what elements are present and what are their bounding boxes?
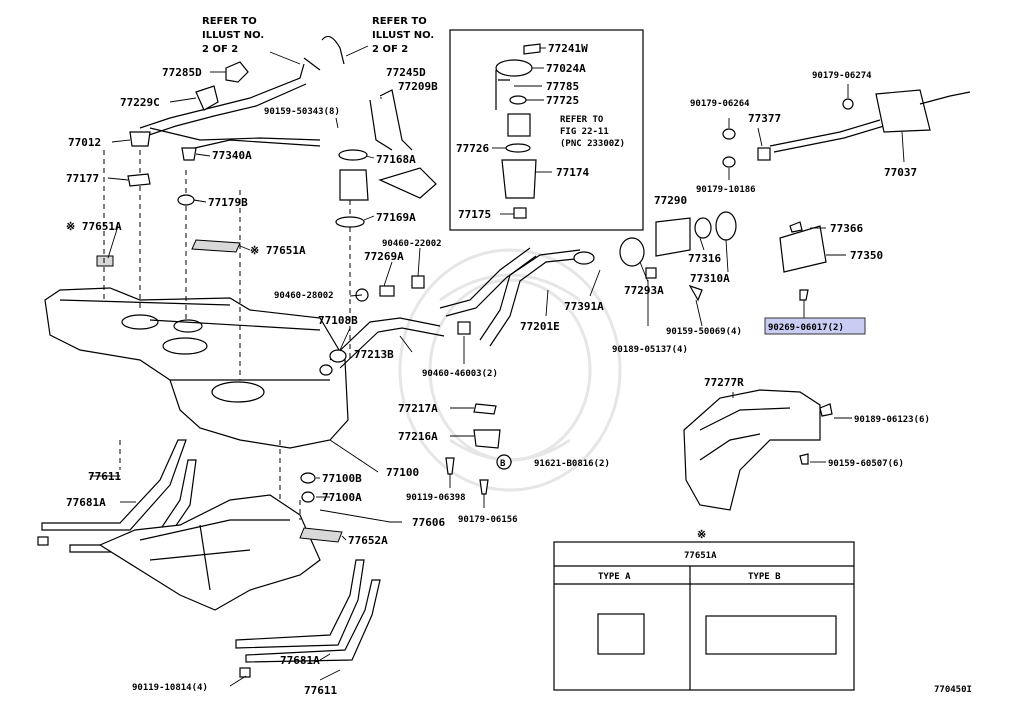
label-77100A: 77100A bbox=[322, 491, 362, 504]
label-90189-05137: 90189-05137(4) bbox=[612, 345, 688, 355]
fender-liner bbox=[683, 389, 833, 511]
label-77100: 77100 bbox=[386, 466, 419, 479]
label-90460-22002: 90460-22002 bbox=[382, 239, 442, 249]
label-77651A-mid: ※ 77651A bbox=[250, 244, 306, 257]
label-77100B: 77100B bbox=[322, 472, 362, 485]
refer-note-right-1: REFER TO bbox=[372, 16, 427, 27]
label-77108B: 77108B bbox=[318, 314, 358, 327]
label-77209B: 77209B bbox=[398, 80, 438, 93]
label-90159-60507: 90159-60507(6) bbox=[828, 459, 904, 469]
label-77213B: 77213B bbox=[354, 348, 394, 361]
tank-band-lower bbox=[235, 559, 381, 678]
pump-inset-frame bbox=[449, 29, 644, 231]
label-77175: 77175 bbox=[458, 208, 491, 221]
label-77611-bottom: 77611 bbox=[304, 684, 337, 697]
assembly-lines bbox=[103, 150, 351, 520]
highlight-box bbox=[764, 317, 866, 335]
tank-pad-77651A-small bbox=[96, 255, 114, 267]
label-77277R: 77277R bbox=[704, 376, 744, 389]
refer-note-left-1: REFER TO bbox=[202, 16, 257, 27]
label-77168A: 77168A bbox=[376, 153, 416, 166]
label-77169A: 77169A bbox=[376, 211, 416, 224]
label-90179-06264: 90179-06264 bbox=[690, 99, 750, 109]
type-b-pad-shape bbox=[705, 615, 837, 655]
notes: REFER TO ILLUST NO. 2 OF 2 REFER TO ILLU… bbox=[202, 16, 625, 149]
label-77024A: 77024A bbox=[546, 62, 586, 75]
circle-b-marker: B bbox=[496, 454, 512, 470]
label-77681A-top: 77681A bbox=[66, 496, 106, 509]
label-91621-B0816: 91621-B0816(2) bbox=[534, 459, 610, 469]
refer-note-right-2: ILLUST NO. bbox=[372, 30, 434, 41]
label-77391A: 77391A bbox=[564, 300, 604, 313]
label-77245D: 77245D bbox=[386, 66, 426, 79]
label-77316: 77316 bbox=[688, 252, 721, 265]
table-col-type-a: TYPE A bbox=[598, 572, 631, 582]
label-77229C: 77229C bbox=[120, 96, 160, 109]
tank-pad-77651A-long bbox=[191, 239, 241, 253]
figure-code: 770450I bbox=[934, 685, 972, 695]
label-77269A: 77269A bbox=[364, 250, 404, 263]
table-col-type-b: TYPE B bbox=[748, 572, 781, 582]
table-note-mark: ※ bbox=[697, 528, 706, 541]
refer-fig-2: FIG 22-11 bbox=[560, 127, 609, 137]
part-labels: 77285D 77229C 77012 77340A 77177 77179B … bbox=[66, 42, 930, 697]
label-77350: 77350 bbox=[850, 249, 883, 262]
label-77241W: 77241W bbox=[548, 42, 588, 55]
circle-b-label: B bbox=[500, 459, 506, 469]
label-77726: 77726 bbox=[456, 142, 489, 155]
label-77293A: 77293A bbox=[624, 284, 664, 297]
fuel-lid-assembly bbox=[722, 89, 971, 301]
label-77606: 77606 bbox=[412, 516, 445, 529]
label-77217A: 77217A bbox=[398, 402, 438, 415]
refer-note-right-3: 2 OF 2 bbox=[372, 44, 408, 55]
label-77012: 77012 bbox=[68, 136, 101, 149]
table-title: 77651A bbox=[684, 551, 717, 561]
label-77216A: 77216A bbox=[398, 430, 438, 443]
label-77290: 77290 bbox=[654, 194, 687, 207]
label-77310A: 77310A bbox=[690, 272, 730, 285]
label-77179B: 77179B bbox=[208, 196, 248, 209]
label-77725: 77725 bbox=[546, 94, 579, 107]
label-77652A: 77652A bbox=[348, 534, 388, 547]
refer-fig-3: (PNC 23300Z) bbox=[560, 139, 625, 149]
type-table: ※ 77651A TYPE A TYPE B bbox=[553, 528, 855, 691]
filler-pipe bbox=[439, 211, 737, 347]
label-90179-10186: 90179-10186 bbox=[696, 185, 756, 195]
refer-note-left-3: 2 OF 2 bbox=[202, 44, 238, 55]
label-77651A-left: ※ 77651A bbox=[66, 220, 122, 233]
tank-protector bbox=[98, 494, 321, 611]
label-77201E: 77201E bbox=[520, 320, 560, 333]
label-77366: 77366 bbox=[830, 222, 863, 235]
vent-tubes bbox=[127, 35, 345, 206]
label-90119-06398: 90119-06398 bbox=[406, 493, 466, 503]
label-90460-28002: 90460-28002 bbox=[274, 291, 334, 301]
label-90269-06017: 90269-06017(2) bbox=[768, 323, 844, 333]
refer-fig-1: REFER TO bbox=[560, 115, 604, 125]
label-77681A-bottom: 77681A bbox=[280, 654, 320, 667]
type-a-pad-shape bbox=[597, 613, 645, 655]
center-brackets bbox=[300, 403, 501, 503]
label-77340A: 77340A bbox=[212, 149, 252, 162]
tank-pad-77652A bbox=[299, 527, 343, 543]
refer-note-left-2: ILLUST NO. bbox=[202, 30, 264, 41]
label-90119-10814: 90119-10814(4) bbox=[132, 683, 208, 693]
fuel-pump-parts bbox=[335, 43, 541, 228]
label-90460-46003: 90460-46003(2) bbox=[422, 369, 498, 379]
label-77037: 77037 bbox=[884, 166, 917, 179]
label-77785: 77785 bbox=[546, 80, 579, 93]
label-77174: 77174 bbox=[556, 166, 589, 179]
label-77285D: 77285D bbox=[162, 66, 202, 79]
label-90179-06156: 90179-06156 bbox=[458, 515, 518, 525]
leader-lines bbox=[90, 45, 905, 687]
fuel-tank bbox=[44, 287, 349, 449]
label-90159-50343: 90159-50343(8) bbox=[264, 107, 340, 117]
filler-hose bbox=[319, 275, 471, 376]
label-90189-06123: 90189-06123(6) bbox=[854, 415, 930, 425]
label-90179-06274: 90179-06274 bbox=[812, 71, 872, 81]
label-90159-50069: 90159-50069(4) bbox=[666, 327, 742, 337]
label-77377: 77377 bbox=[748, 112, 781, 125]
label-77177: 77177 bbox=[66, 172, 99, 185]
label-77611-top: 77611 bbox=[88, 470, 121, 483]
